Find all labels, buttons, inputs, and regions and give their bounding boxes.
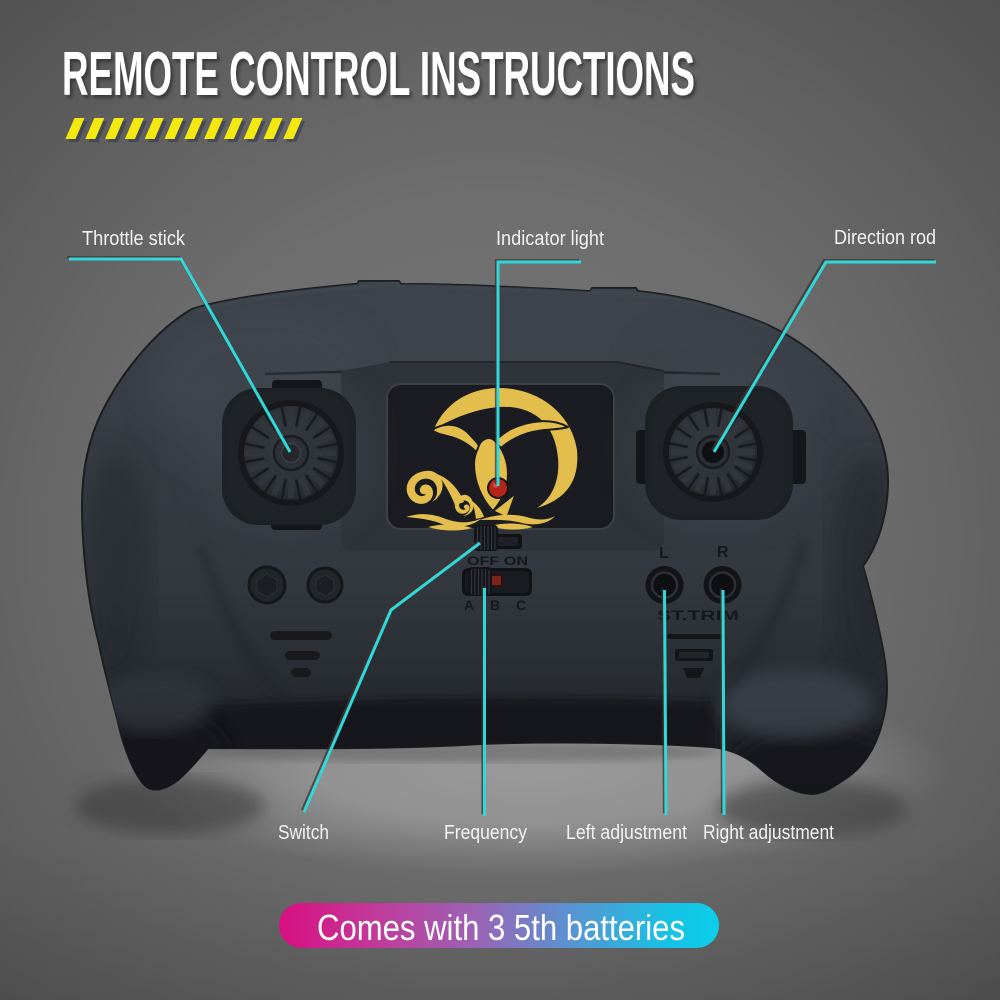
svg-text:A: A xyxy=(464,597,474,613)
svg-text:Direction rod: Direction rod xyxy=(834,227,936,249)
svg-text:Switch: Switch xyxy=(278,822,329,844)
svg-text:B: B xyxy=(490,597,500,613)
svg-text:L: L xyxy=(659,545,669,562)
svg-text:OFF ON: OFF ON xyxy=(467,554,528,568)
svg-text:ST.TRIM: ST.TRIM xyxy=(657,608,739,623)
svg-text:R: R xyxy=(717,544,729,561)
svg-text:Frequency: Frequency xyxy=(444,822,527,844)
svg-text:Throttle stick: Throttle stick xyxy=(82,228,186,250)
svg-text:Indicator light: Indicator light xyxy=(496,228,604,250)
svg-text:Comes with 3 5th batteries: Comes with 3 5th batteries xyxy=(317,907,685,948)
svg-text:C: C xyxy=(516,597,526,613)
svg-text:Left adjustment: Left adjustment xyxy=(566,822,687,844)
svg-text:REMOTE CONTROL INSTRUCTIONS: REMOTE CONTROL INSTRUCTIONS xyxy=(62,40,695,109)
svg-text:Right adjustment: Right adjustment xyxy=(703,822,834,844)
